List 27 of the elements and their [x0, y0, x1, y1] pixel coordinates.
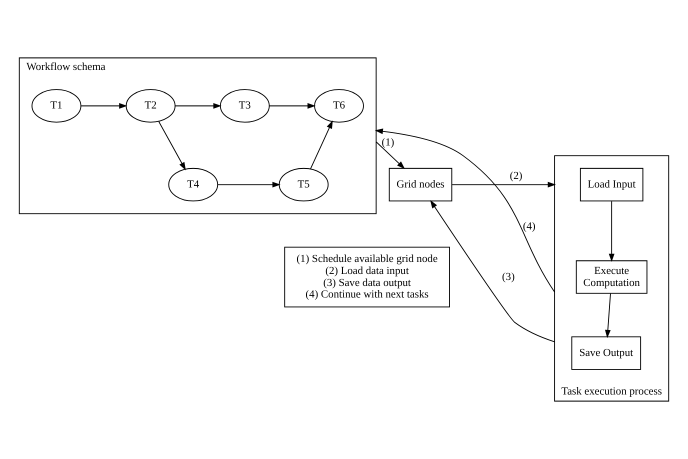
- node-box: Execute Computation: [576, 260, 648, 294]
- node-ellipse: T6: [314, 89, 364, 123]
- node-box: Load Input: [580, 168, 644, 202]
- arrow: [452, 182, 556, 188]
- node-ellipse: T5: [278, 168, 329, 202]
- edge-label: (2): [510, 170, 522, 182]
- arrow: [174, 103, 222, 109]
- node-ellipse: T4: [168, 168, 218, 202]
- node-ellipse: T2: [126, 89, 176, 123]
- arrow: [80, 103, 128, 109]
- arrow: [430, 200, 556, 342]
- node-box: Save Output: [571, 336, 642, 370]
- edge-label: (4): [522, 220, 536, 233]
- node-ellipse: T1: [32, 89, 82, 123]
- edge-label: (3): [502, 270, 515, 283]
- arrow: [608, 200, 614, 262]
- node-ellipse: T3: [220, 89, 270, 123]
- arrow: [604, 293, 611, 338]
- node-box: (1) Schedule available grid node (2) Load data input (3) Save data output (4) Continue with next tasks: [284, 246, 450, 308]
- node-box: Grid nodes: [388, 168, 452, 202]
- arrow: [374, 128, 556, 292]
- arrow: [376, 141, 405, 170]
- arrow: [158, 121, 186, 170]
- arrow: [269, 103, 316, 109]
- arrow: [310, 120, 333, 170]
- arrow: [217, 182, 281, 188]
- edge-label: (1): [382, 136, 394, 148]
